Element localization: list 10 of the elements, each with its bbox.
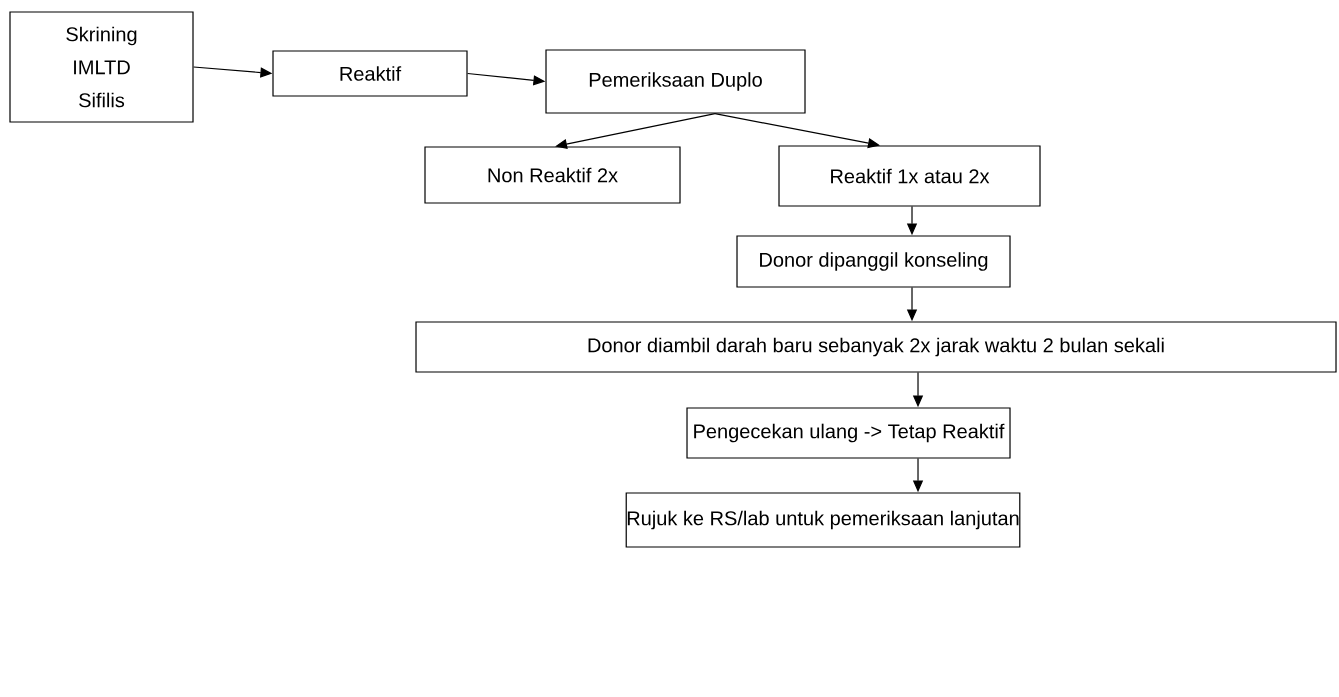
process-box: Non Reaktif 2x [424,146,681,204]
process-box: Donor diambil darah baru sebanyak 2x jarak waktu 2 bulan sekali [415,321,1337,373]
process-box: Pemeriksaan Duplo [545,49,806,114]
process-box: Skrining IMLTD Sifilis [9,11,194,123]
process-box: Reaktif 1x atau 2x [778,145,1041,207]
arrow [555,113,716,150]
process-box: Rujuk ke RS/lab untuk pemeriksaan lanjutan [625,492,1021,548]
process-box: Reaktif [272,50,468,97]
process-box: Donor dipanggil konseling [736,235,1011,288]
process-box: Pengecekan ulang -> Tetap Reaktif [686,407,1011,459]
